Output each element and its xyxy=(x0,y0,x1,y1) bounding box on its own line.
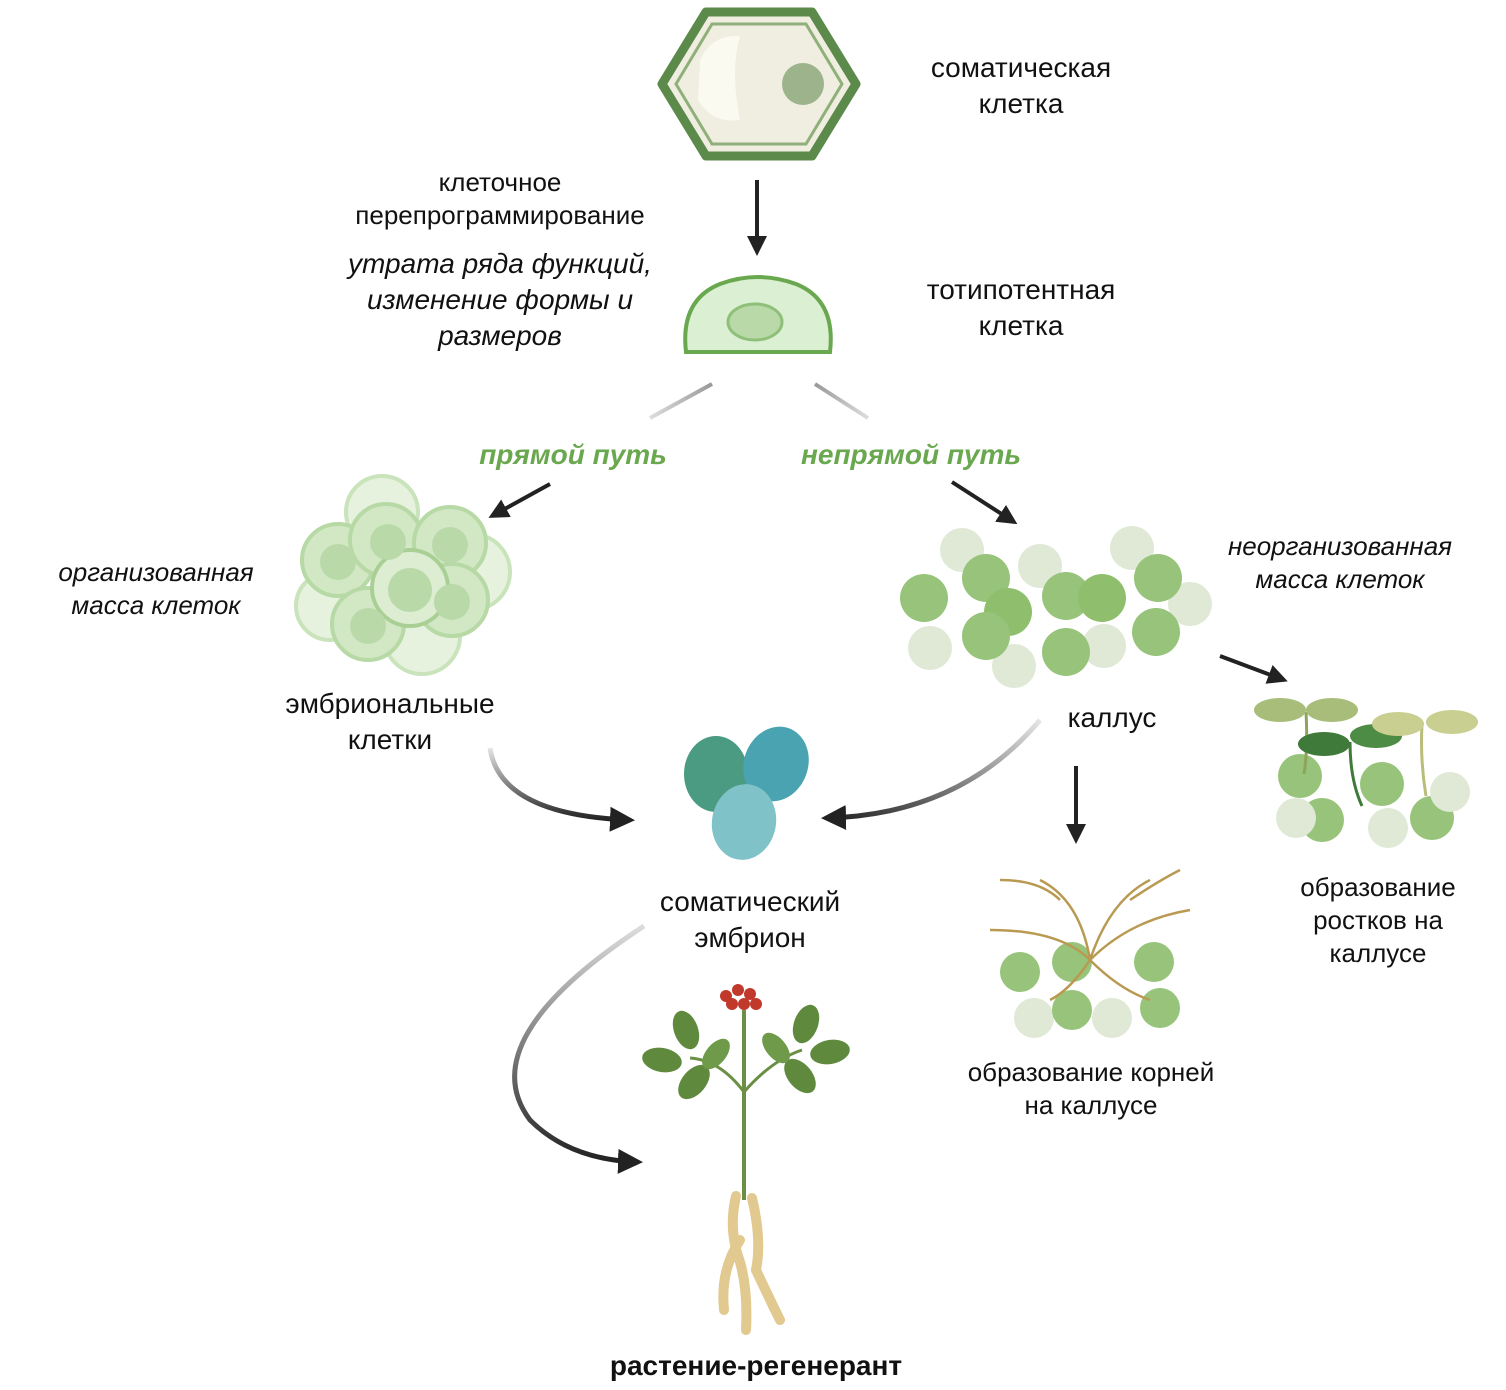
shoot-callus-icon xyxy=(1254,698,1478,848)
ginseng-plant-icon xyxy=(642,984,850,1335)
somatic-embryo-icon xyxy=(684,726,809,860)
root-callus-icon xyxy=(989,868,1191,1038)
branch-lines xyxy=(488,382,1018,525)
embryonic-cluster-icon xyxy=(294,474,512,676)
label-indirect-path: непрямой путь xyxy=(800,439,1022,470)
label-direct-path: прямой путь xyxy=(479,439,667,470)
somatic-cell-icon xyxy=(657,7,861,161)
label-regenerant-plant: растение-регенерант xyxy=(609,1350,903,1381)
arrows-to-embryo xyxy=(487,718,1042,832)
label-callus: каллус xyxy=(1067,702,1157,733)
callus-outputs xyxy=(1066,654,1288,844)
callus-icon xyxy=(900,526,1212,688)
totipotent-cell-icon xyxy=(683,275,833,354)
arrow-embryo-to-plant xyxy=(512,923,646,1174)
